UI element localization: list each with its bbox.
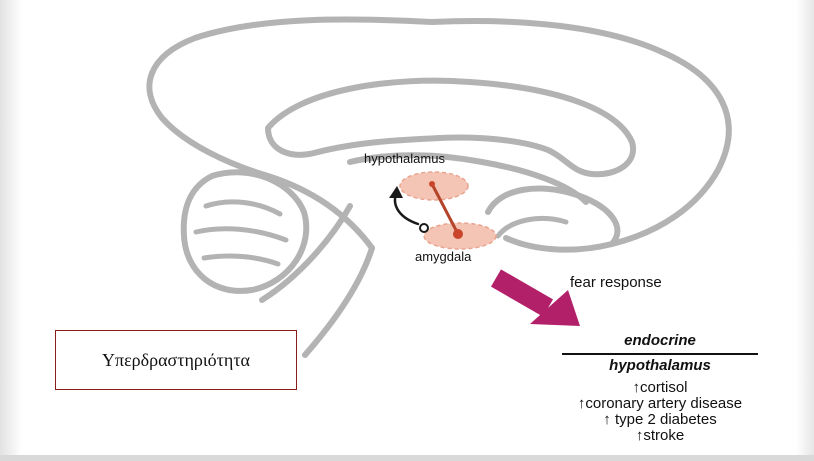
- endocrine-heading: endocrine: [562, 332, 758, 349]
- cerebellum-fold-3: [204, 256, 278, 264]
- brain-outline: [149, 19, 728, 249]
- fear-response-label: fear response: [570, 274, 662, 291]
- effects-list: ↑cortisol ↑coronary artery disease ↑ typ…: [520, 380, 800, 444]
- effect-text: type 2 diabetes: [615, 411, 717, 428]
- slide-bottom-bar: [0, 455, 814, 461]
- effect-item-diabetes: ↑ type 2 diabetes: [520, 412, 800, 428]
- up-arrow-icon: ↑: [632, 379, 640, 396]
- amygdala-label: amygdala: [415, 249, 471, 264]
- up-arrow-icon: ↑: [603, 411, 615, 428]
- effect-item-cortisol: ↑cortisol: [520, 380, 800, 396]
- neuron-soma: [453, 229, 463, 239]
- effect-text: coronary artery disease: [585, 395, 742, 412]
- feedback-origin: [420, 224, 428, 232]
- feedback-arrow: [395, 194, 418, 224]
- heading-divider: [562, 353, 758, 355]
- temporal-gyrus: [498, 218, 566, 236]
- effect-item-stroke: ↑stroke: [520, 428, 800, 444]
- neuron-terminal: [429, 181, 435, 187]
- callout-text: Υπερδραστηριότητα: [102, 350, 250, 371]
- effect-text: stroke: [643, 427, 684, 444]
- hyperactivity-callout: Υπερδραστηριότητα: [55, 330, 297, 390]
- fear-response-arrow-shaft: [496, 278, 548, 308]
- hypothalamus-label: hypothalamus: [364, 151, 445, 166]
- cerebellum-fold-2: [196, 229, 286, 240]
- hypothalamus-heading: hypothalamus: [562, 357, 758, 374]
- effect-item-coronary: ↑coronary artery disease: [520, 396, 800, 412]
- brainstem-front: [305, 248, 372, 355]
- cerebellum-fold-1: [206, 202, 280, 214]
- effect-text: cortisol: [640, 379, 688, 396]
